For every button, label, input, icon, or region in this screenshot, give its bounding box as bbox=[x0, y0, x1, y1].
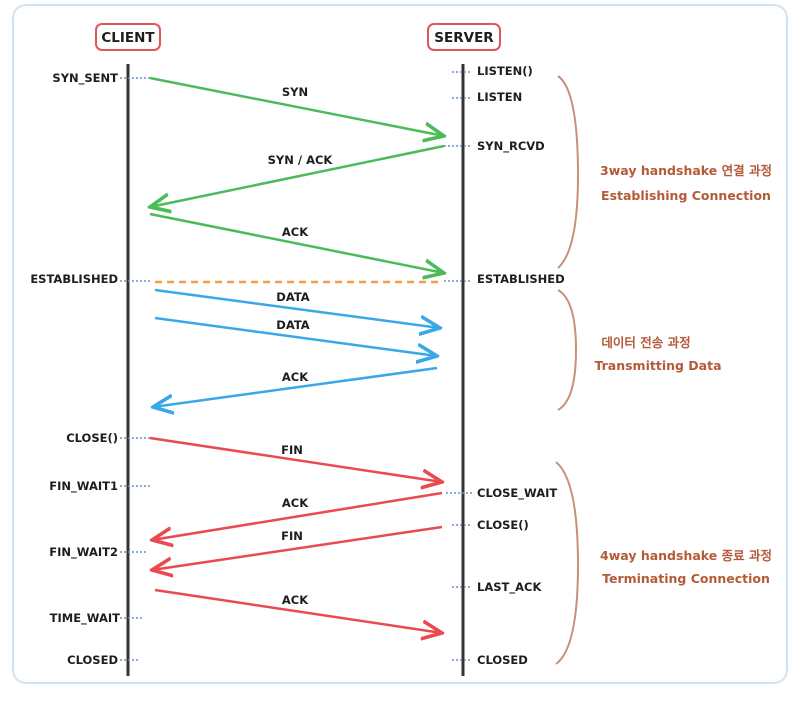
server-state-listen: LISTEN bbox=[477, 90, 522, 104]
syn-ack-arrow bbox=[150, 144, 445, 207]
message-data-2: DATA bbox=[276, 318, 310, 332]
server-state-listen-call: LISTEN() bbox=[477, 64, 533, 78]
phase-data-line1: 데이터 전송 과정 bbox=[601, 335, 690, 350]
message-syn-ack: SYN / ACK bbox=[268, 153, 334, 167]
server-state-syn-rcvd: SYN_RCVD bbox=[477, 139, 545, 154]
data-arrow-1 bbox=[154, 288, 440, 328]
fin-arrow-client bbox=[149, 436, 442, 482]
data-ack-arrow bbox=[153, 366, 438, 407]
phase-termination-line2: Terminating Connection bbox=[602, 571, 770, 586]
close-wait-ack-arrow bbox=[152, 491, 443, 540]
message-ack-4: ACK bbox=[282, 593, 309, 607]
client-state-syn-sent: SYN_SENT bbox=[52, 71, 118, 86]
server-state-closed: CLOSED bbox=[477, 653, 528, 667]
phase-termination-line1: 4way handshake 종료 과정 bbox=[600, 548, 772, 563]
phase-data-line2: Transmitting Data bbox=[594, 358, 721, 373]
data-arrow-2 bbox=[154, 316, 437, 356]
fin-arrow-server bbox=[152, 525, 443, 570]
final-ack-arrow bbox=[154, 588, 442, 633]
syn-arrow bbox=[149, 76, 444, 136]
message-data-1: DATA bbox=[276, 290, 310, 304]
server-state-close-wait: CLOSE_WAIT bbox=[477, 486, 557, 501]
server-label: SERVER bbox=[434, 30, 494, 46]
handshake-brace bbox=[557, 75, 580, 269]
client-state-close: CLOSE() bbox=[66, 431, 118, 445]
server-header: SERVER bbox=[427, 23, 501, 51]
message-ack-3: ACK bbox=[282, 496, 309, 510]
termination-brace bbox=[555, 461, 580, 665]
client-state-time-wait: TIME_WAIT bbox=[50, 611, 121, 626]
phase-handshake-line1: 3way handshake 연결 과정 bbox=[600, 163, 772, 178]
handshake-ack-arrow bbox=[149, 212, 444, 273]
server-state-ticks bbox=[444, 71, 472, 661]
message-fin-1: FIN bbox=[281, 443, 303, 457]
data-brace bbox=[557, 289, 578, 411]
message-syn: SYN bbox=[282, 85, 308, 99]
client-state-established: ESTABLISHED bbox=[30, 272, 118, 286]
message-ack-1: ACK bbox=[282, 225, 309, 239]
client-state-fin-wait1: FIN_WAIT1 bbox=[49, 479, 118, 494]
client-label: CLIENT bbox=[101, 30, 155, 46]
message-fin-2: FIN bbox=[281, 529, 303, 543]
client-state-closed: CLOSED bbox=[67, 653, 118, 667]
client-header: CLIENT bbox=[95, 23, 161, 51]
message-ack-2: ACK bbox=[282, 370, 309, 384]
phase-handshake-line2: Establishing Connection bbox=[601, 188, 771, 203]
server-state-established: ESTABLISHED bbox=[477, 272, 565, 286]
diagram-frame bbox=[12, 4, 788, 684]
server-state-last-ack: LAST_ACK bbox=[477, 580, 542, 595]
client-state-fin-wait2: FIN_WAIT2 bbox=[49, 545, 118, 560]
client-state-ticks bbox=[120, 77, 150, 661]
server-state-close: CLOSE() bbox=[477, 518, 529, 532]
